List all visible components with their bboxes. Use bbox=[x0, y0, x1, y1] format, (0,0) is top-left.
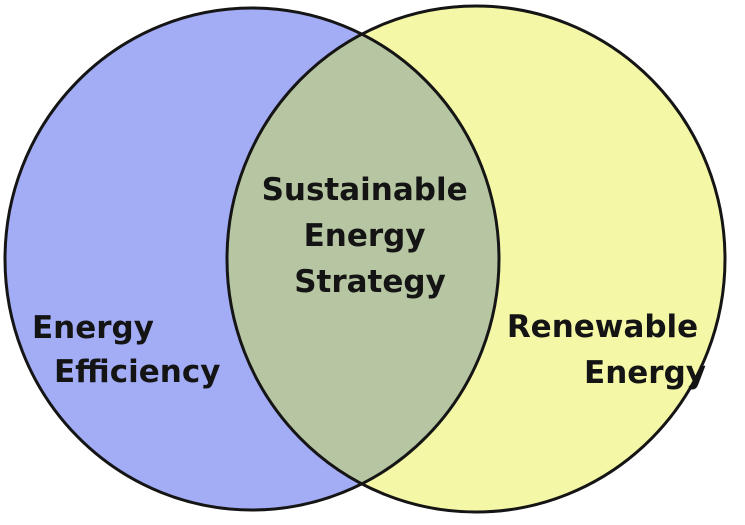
intersection-region bbox=[227, 8, 499, 510]
energy-efficiency-label-line: Energy bbox=[32, 310, 154, 346]
renewable-energy-label-line: Renewable bbox=[507, 309, 698, 345]
intersection-label-line: Strategy bbox=[294, 264, 446, 300]
renewable-energy-label-line: Energy bbox=[584, 355, 706, 391]
energy-efficiency-label-line: Efficiency bbox=[54, 354, 220, 390]
energy-efficiency-circle-outline bbox=[3, 6, 501, 512]
renewable-energy-label: Renewable Energy bbox=[507, 309, 709, 391]
energy-efficiency-label: Energy Efficiency bbox=[32, 310, 220, 390]
intersection-label-line: Sustainable bbox=[262, 172, 468, 208]
sustainable-energy-strategy-label: Sustainable Energy Strategy bbox=[262, 172, 479, 300]
intersection-label-line: Energy bbox=[304, 218, 426, 254]
renewable-energy-circle-outline bbox=[225, 4, 727, 514]
